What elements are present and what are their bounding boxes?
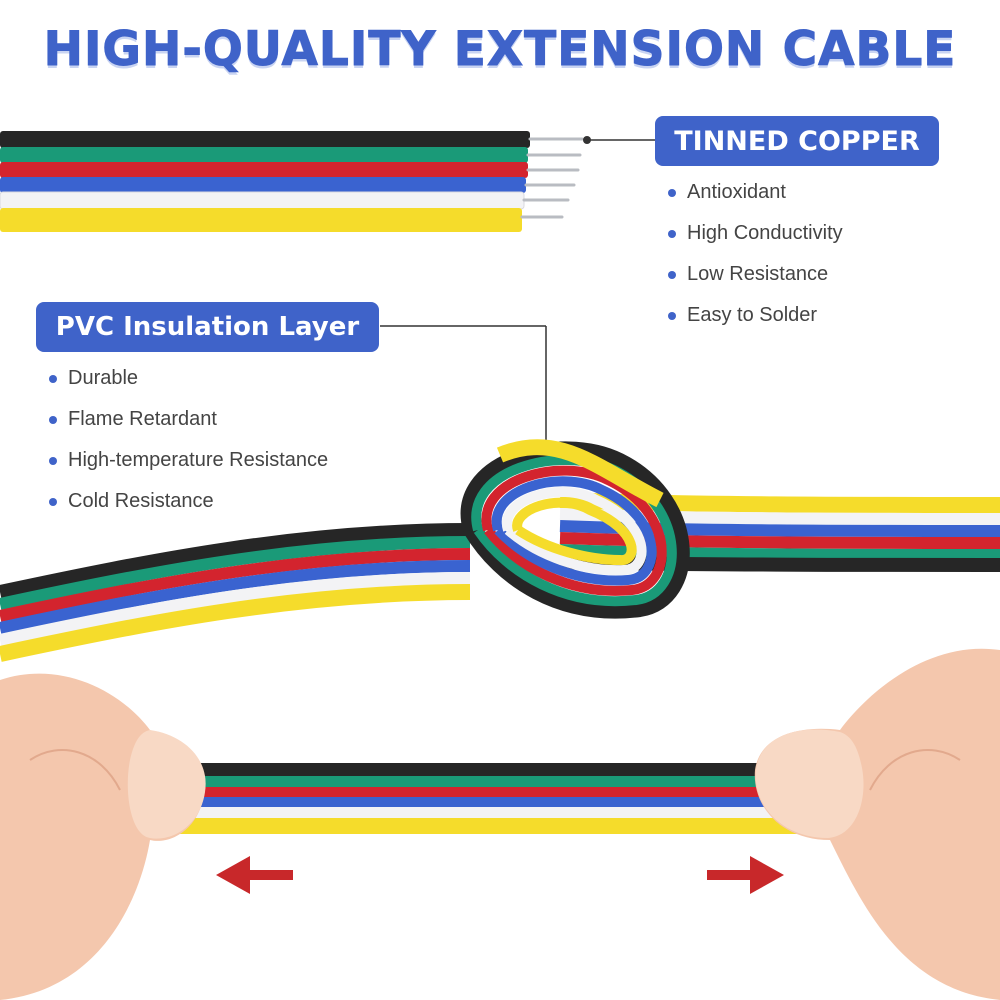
list-item: High-temperature Resistance [49,440,328,481]
list-item: Low Resistance [668,254,843,295]
list-item: Flame Retardant [49,399,328,440]
tinned-copper-list: Antioxidant High Conductivity Low Resist… [668,172,843,336]
list-item: Antioxidant [668,172,843,213]
bullet-dot-icon [49,456,57,465]
bullet-dot-icon [668,311,676,320]
list-item: High Conductivity [668,213,843,254]
bullet-dot-icon [668,270,676,279]
right-hand [754,648,1000,1000]
right-arrow-icon [707,856,784,894]
bullet-dot-icon [668,188,676,197]
list-item: Easy to Solder [668,295,843,336]
bullet-dot-icon [668,229,676,238]
knotted-cable [0,439,1000,662]
bullet-dot-icon [49,374,57,383]
left-arrow-icon [216,856,293,894]
stretched-cable [150,763,850,834]
pvc-insulation-heading: PVC Insulation Layer [55,312,360,342]
list-item: Durable [49,358,328,399]
bullet-dot-icon [49,497,57,506]
pvc-insulation-badge: PVC Insulation Layer [36,302,379,352]
bullet-dot-icon [49,415,57,424]
tinned-copper-heading: TINNED COPPER [674,125,920,157]
page-title: HIGH-QUALITY EXTENSION CABLE [43,22,957,78]
list-item: Cold Resistance [49,481,328,522]
top-cable [0,131,584,232]
pvc-insulation-list: Durable Flame Retardant High-temperature… [49,358,328,522]
left-hand [0,673,206,1000]
tinned-copper-badge: TINNED COPPER [655,116,939,166]
